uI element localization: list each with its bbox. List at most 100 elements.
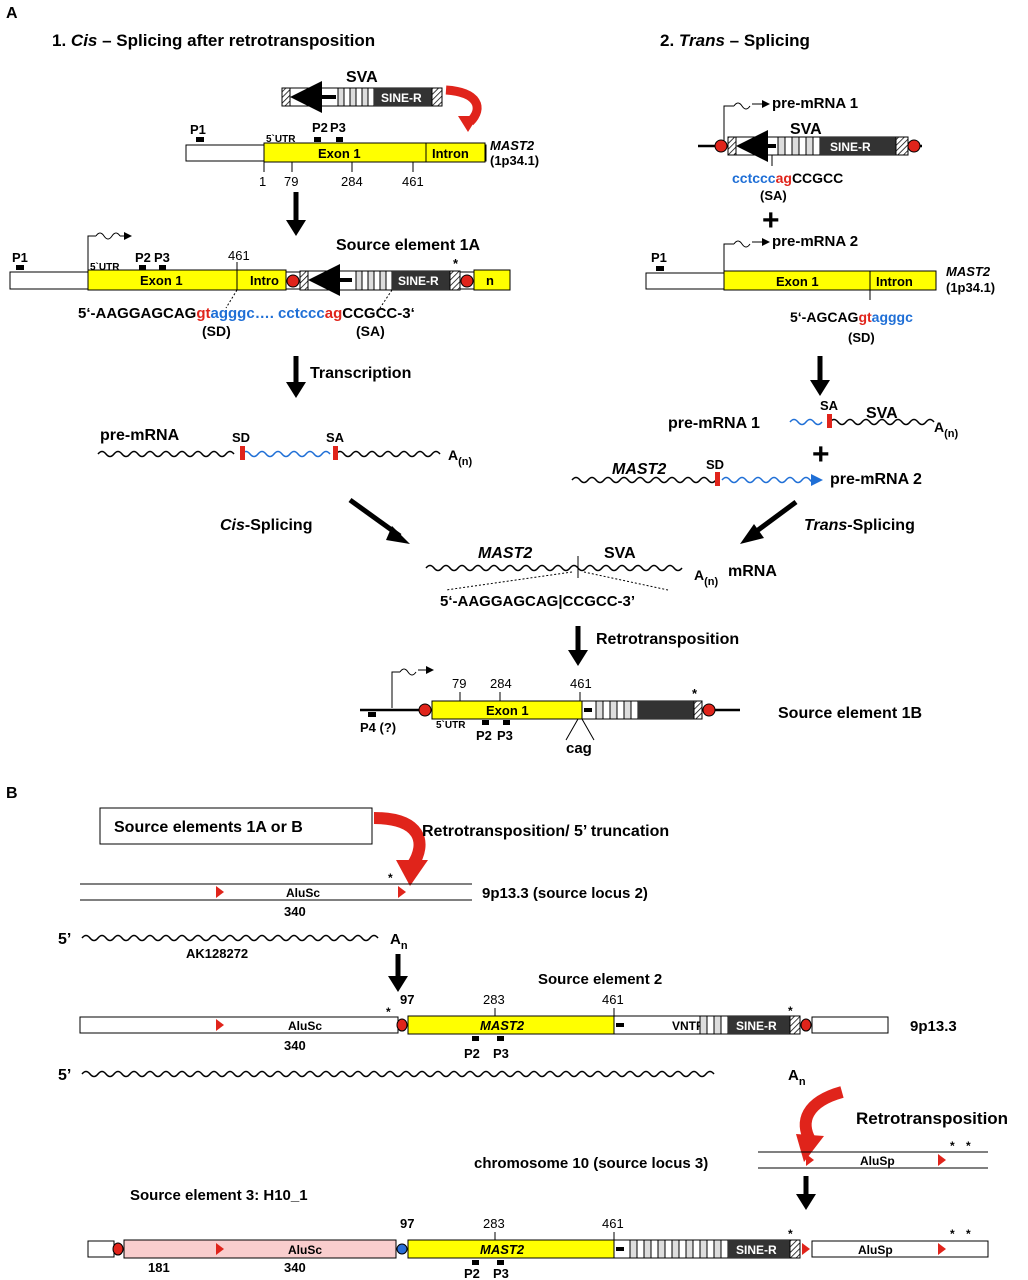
p1-label-1a: P1 (12, 250, 28, 265)
trans-title: 2. Trans – Splicing (660, 31, 810, 50)
retrotransposition-label-a: Retrotransposition (596, 631, 739, 648)
mast2-label-s3: MAST2 (480, 1242, 525, 1257)
n-label-1a: n (486, 273, 494, 288)
p3-label-1b: P3 (497, 728, 513, 743)
p3-label-s3: P3 (493, 1266, 509, 1280)
locus2-label: 9p13.3 (source locus 2) (482, 885, 648, 902)
p1-marker (196, 137, 204, 142)
sequence-1a: 5‘-AAGGAGCAGgtagggc…. cctcccagCCGCC-3‘ (78, 305, 415, 322)
p2-label-s3: P2 (464, 1266, 480, 1280)
utr-label-1a: 5`UTR (90, 262, 120, 273)
star-1a: * (453, 256, 459, 271)
ak-label: AK128272 (186, 946, 248, 961)
poly-a-b2: An (788, 1067, 806, 1088)
chr10-label: chromosome 10 (source locus 3) (474, 1155, 708, 1172)
junction-sequence: 5‘-AAGGAGCAG|CCGCC-3’ (440, 593, 635, 610)
pos-283-s2: 283 (483, 992, 505, 1007)
pre-mrna2-label-top: pre-mRNA 2 (772, 233, 858, 250)
exon1-label-1b: Exon 1 (486, 703, 529, 718)
p4-label: P4 (?) (360, 720, 396, 735)
alusc-label-s3: AluSc (288, 1243, 322, 1257)
p2-marker (314, 137, 321, 142)
source-elements-box-label: Source elements 1A or B (114, 819, 303, 836)
exon1-label: Exon 1 (318, 146, 361, 161)
five-prime-2: 5’ (58, 1067, 71, 1084)
sine-r-label-s3: SINE-R (736, 1243, 777, 1257)
star-chr10-b: * (966, 1139, 971, 1153)
sva-insert-1b (581, 700, 703, 720)
alusc-label-s2: AluSc (288, 1019, 322, 1033)
source-element-2-label: Source element 2 (538, 971, 662, 988)
sd-short-left: SD (232, 430, 250, 445)
cis-splicing-label: Cis-Splicing (220, 517, 312, 534)
p2-label: P2 (312, 120, 328, 135)
pre-mrna1-label-top: pre-mRNA 1 (772, 95, 858, 112)
utr-label-1b: 5`UTR (436, 720, 466, 731)
pos-284-1b: 284 (490, 676, 512, 691)
p3-label-1a: P3 (154, 250, 170, 265)
panel-a-label: A (6, 5, 18, 22)
intro-label-1a: Intro (250, 273, 279, 288)
sva-label-right: SVA (790, 121, 822, 138)
sva-s2: VNTR SINE-R (613, 1015, 801, 1035)
intron-label-right: Intron (876, 274, 913, 289)
locus2-track (80, 883, 472, 901)
pre-mrna-wave (97, 450, 235, 458)
sd-label-1a: (SD) (202, 323, 231, 339)
source-element-3-label: Source element 3: H10_1 (130, 1187, 308, 1204)
exon1-label-1a: Exon 1 (140, 273, 183, 288)
sva-element-right: SINE-R (727, 130, 909, 162)
p3-marker (336, 137, 343, 142)
locus-label-top: (1p34.1) (490, 153, 539, 168)
pos-461-s3: 461 (602, 1216, 624, 1231)
sa-short-right: SA (820, 398, 839, 413)
p1-label-right: P1 (651, 250, 667, 265)
chr10-track (758, 1151, 988, 1169)
alusp-label-s3: AluSp (858, 1243, 893, 1257)
five-prime-1: 5’ (58, 931, 71, 948)
locus-label-right: (1p34.1) (946, 280, 995, 295)
sva-insert-1a: SINE-R (299, 264, 461, 296)
pre-mrna2-label: pre-mRNA 2 (830, 471, 922, 488)
sva-element-top: SINE-R (281, 81, 443, 113)
intron-label: Intron (432, 146, 469, 161)
pre-mrna1-label: pre-mRNA 1 (668, 415, 760, 432)
transcript-wave-1 (81, 934, 379, 942)
mrna-label: mRNA (728, 563, 777, 580)
pos-181-s3: 181 (148, 1260, 170, 1275)
poly-a-left: A(n) (448, 447, 473, 468)
poly-a-mrna: A(n) (694, 567, 719, 588)
p2-label-s2: P2 (464, 1046, 480, 1061)
sd-label-right: (SD) (848, 330, 875, 345)
transcription-label: Transcription (310, 365, 411, 382)
trans-splicing-label: Trans-Splicing (804, 517, 915, 534)
pos-461: 461 (402, 174, 424, 189)
pos-97-s2: 97 (400, 992, 414, 1007)
pos-340-s3: 340 (284, 1260, 306, 1275)
insertion-arrow-head (458, 116, 478, 132)
sa-label-right: (SA) (760, 188, 787, 203)
alusc-box-s3 (123, 1239, 397, 1259)
pos-340-s2: 340 (284, 1038, 306, 1053)
source-element-1b-label: Source element 1B (778, 705, 922, 722)
plus-sign-middle: + (812, 438, 830, 471)
sa-short-left: SA (326, 430, 345, 445)
star-chr10-a: * (950, 1139, 955, 1153)
retro-arrow-red-b (799, 1086, 844, 1143)
star-s3-a: * (950, 1227, 955, 1241)
p3-label-s2: P3 (493, 1046, 509, 1061)
sine-r-label-right: SINE-R (830, 140, 871, 154)
star-s2-right: * (788, 1004, 793, 1018)
pos-79: 79 (284, 174, 298, 189)
poly-a-right: A(n) (934, 419, 959, 440)
p1-label: P1 (190, 122, 206, 137)
mast2-label-right: MAST2 (946, 264, 991, 279)
star-s2-left: * (386, 1005, 391, 1019)
mast2-label-mrna: MAST2 (478, 545, 532, 562)
pos-79-1b: 79 (452, 676, 466, 691)
plus-sign-top: + (762, 204, 780, 237)
exon1-box (263, 142, 486, 163)
transcript-wave-2 (81, 1070, 715, 1078)
